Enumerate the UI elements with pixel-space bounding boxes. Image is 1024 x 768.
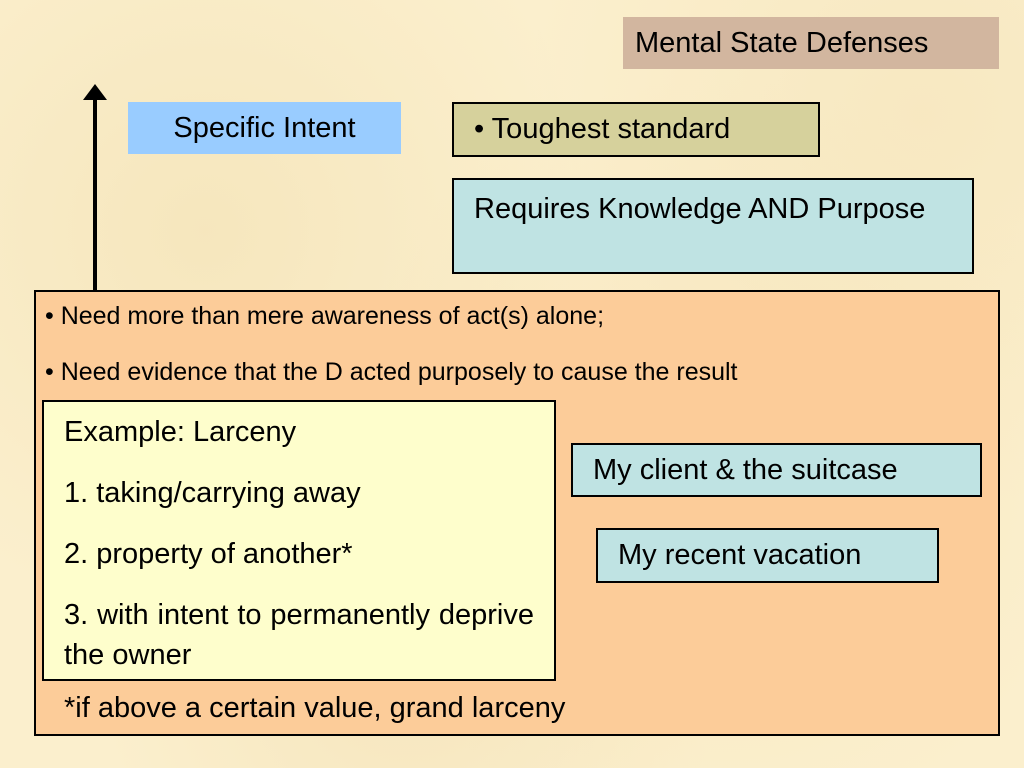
client-callout-text: My client & the suitcase: [593, 453, 898, 486]
vacation-callout-text: My recent vacation: [618, 539, 862, 571]
client-callout: My client & the suitcase: [571, 443, 982, 497]
slide-title-text: Mental State Defenses: [635, 26, 929, 59]
slide-title: Mental State Defenses: [623, 17, 999, 69]
toughest-standard-box: • Toughest standard: [452, 102, 820, 157]
vacation-callout: My recent vacation: [596, 528, 939, 583]
example-box: Example: Larceny 1. taking/carrying away…: [42, 400, 556, 681]
example-heading: Example: Larceny: [64, 416, 297, 448]
toughest-standard-text: • Toughest standard: [474, 113, 731, 145]
specific-intent-text: Specific Intent: [173, 111, 356, 144]
footnote: *if above a certain value, grand larceny: [64, 692, 566, 724]
bullet-evidence: • Need evidence that the D acted purpose…: [45, 358, 738, 386]
example-item-3: 3. with intent to permanently deprive th…: [64, 599, 534, 671]
example-item-2: 2. property of another*: [64, 538, 353, 570]
up-arrow-icon: [83, 84, 107, 294]
requires-text: Requires Knowledge AND Purpose: [474, 193, 926, 225]
requires-box: Requires Knowledge AND Purpose: [452, 178, 974, 274]
specific-intent-label: Specific Intent: [128, 102, 401, 154]
example-item-1: 1. taking/carrying away: [64, 477, 361, 509]
bullet-awareness: • Need more than mere awareness of act(s…: [45, 302, 605, 330]
